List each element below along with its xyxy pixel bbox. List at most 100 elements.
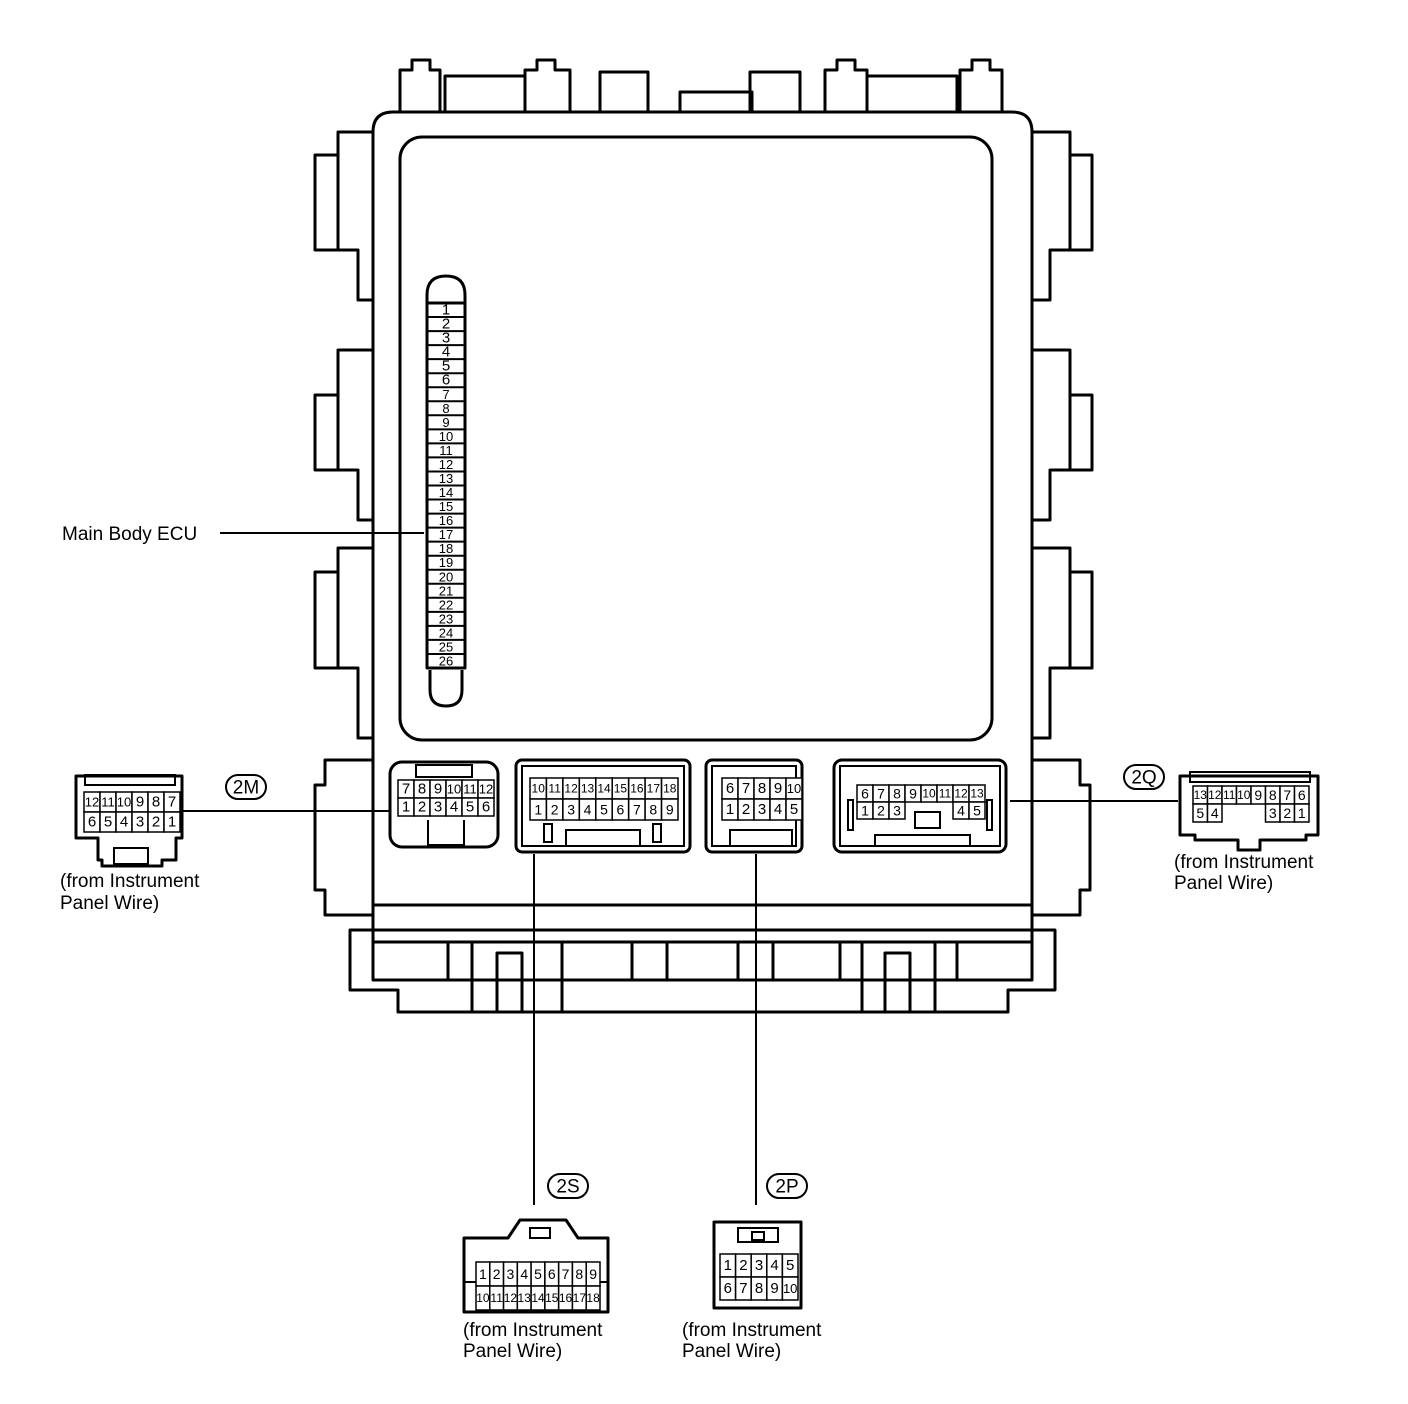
pin-number: 8	[1269, 787, 1277, 803]
pin-number: 5	[534, 1266, 542, 1282]
pin-number: 5	[973, 803, 981, 819]
fuse-number: 11	[439, 443, 453, 458]
note-2p-line1: (from Instrument	[682, 1320, 822, 1341]
pin-number: 12	[1208, 788, 1222, 802]
pin-number: 6	[726, 780, 734, 797]
pin-number: 6	[724, 1280, 732, 1297]
pin-number: 9	[666, 802, 674, 818]
note-2q-line2: Panel Wire)	[1174, 873, 1273, 894]
pin-number: 12	[504, 1291, 518, 1305]
socket-2q	[832, 758, 1008, 854]
fuse-number: 8	[442, 401, 449, 416]
fuse-number: 5	[442, 358, 450, 375]
pin-number: 1	[168, 814, 176, 831]
pin-number: 4	[957, 803, 965, 819]
fuse-number: 22	[439, 597, 453, 612]
tag-2s-text: 2S	[556, 1177, 579, 1198]
fuse-number: 24	[439, 625, 453, 640]
pin-number: 13	[518, 1291, 532, 1305]
pin-number: 4	[584, 802, 592, 818]
pin-number: 5	[786, 1257, 794, 1274]
pin-number: 4	[450, 799, 458, 816]
pin-number: 1	[479, 1266, 487, 1282]
pin-number: 10	[922, 787, 936, 801]
tag-2m: 2M	[225, 774, 267, 800]
fuse-number: 4	[442, 344, 450, 361]
pin-number: 6	[548, 1266, 556, 1282]
pin-number: 10	[117, 795, 131, 810]
pin-number: 8	[758, 780, 766, 797]
pin-number: 6	[617, 802, 625, 818]
pin-number: 4	[770, 1257, 778, 1274]
note-2p-line2: Panel Wire)	[682, 1341, 781, 1362]
pin-number: 10	[532, 782, 546, 796]
note-2q-line1: (from Instrument	[1174, 852, 1314, 873]
fuse-number: 18	[439, 541, 453, 556]
pin-number: 8	[575, 1266, 583, 1282]
pin-number: 12	[85, 795, 99, 810]
note-2m-line1: (from Instrument	[60, 871, 200, 892]
pin-number: 8	[418, 781, 426, 798]
pin-number: 1	[861, 803, 869, 819]
tag-2q: 2Q	[1123, 764, 1165, 790]
ecu-housing	[313, 58, 1094, 1014]
pin-number: 7	[633, 802, 641, 818]
pin-number: 3	[434, 799, 442, 816]
fuse-number: 6	[442, 372, 450, 389]
pin-number: 9	[770, 1280, 778, 1297]
pin-number: 2	[551, 802, 559, 818]
pin-number: 14	[597, 782, 611, 796]
tag-2p: 2P	[766, 1173, 808, 1199]
pin-number: 11	[490, 1291, 503, 1305]
tag-2m-text: 2M	[233, 778, 259, 799]
tag-2p-text: 2P	[775, 1177, 798, 1198]
pin-number: 16	[559, 1291, 573, 1305]
pin-number: 8	[893, 786, 901, 802]
pin-number: 9	[434, 781, 442, 798]
pin-number: 3	[755, 1257, 763, 1274]
pin-number: 9	[774, 780, 782, 797]
pin-number: 7	[877, 786, 885, 802]
pin-number: 5	[104, 814, 112, 831]
fuse-number: 15	[439, 499, 453, 514]
pin-number: 11	[101, 795, 115, 810]
pin-number: 12	[564, 782, 578, 796]
pin-number: 5	[600, 802, 608, 818]
pin-number: 3	[758, 801, 766, 818]
pin-number: 12	[954, 787, 968, 801]
pin-number: 11	[1223, 788, 1236, 802]
pin-number: 13	[970, 787, 984, 801]
pin-number: 3	[567, 802, 575, 818]
fuse-number: 19	[439, 555, 453, 570]
pin-number: 5	[790, 801, 798, 818]
pin-number: 13	[581, 782, 595, 796]
fuse-number: 23	[439, 611, 453, 626]
fuse-number: 13	[439, 471, 453, 486]
pin-number: 17	[573, 1291, 587, 1305]
fuse-number: 21	[439, 583, 453, 598]
note-2s-line1: (from Instrument	[463, 1320, 603, 1341]
pin-number: 5	[466, 799, 474, 816]
pin-number: 1	[724, 1257, 732, 1274]
pin-number: 2	[152, 814, 160, 831]
pin-number: 9	[909, 786, 917, 802]
pin-number: 15	[614, 782, 628, 796]
pin-number: 10	[476, 1291, 490, 1305]
fuse-column: 1234567891011121314151617181920212223242…	[425, 274, 467, 708]
note-2m-line2: Panel Wire)	[60, 893, 159, 914]
pin-number: 9	[1254, 787, 1262, 803]
note-2s-line2: Panel Wire)	[463, 1341, 562, 1362]
pin-number: 13	[1194, 788, 1208, 802]
pin-number: 2	[742, 801, 750, 818]
pin-number: 4	[520, 1266, 528, 1282]
pin-number: 10	[783, 1281, 797, 1296]
pin-number: 4	[120, 814, 128, 831]
pin-number: 6	[861, 786, 869, 802]
